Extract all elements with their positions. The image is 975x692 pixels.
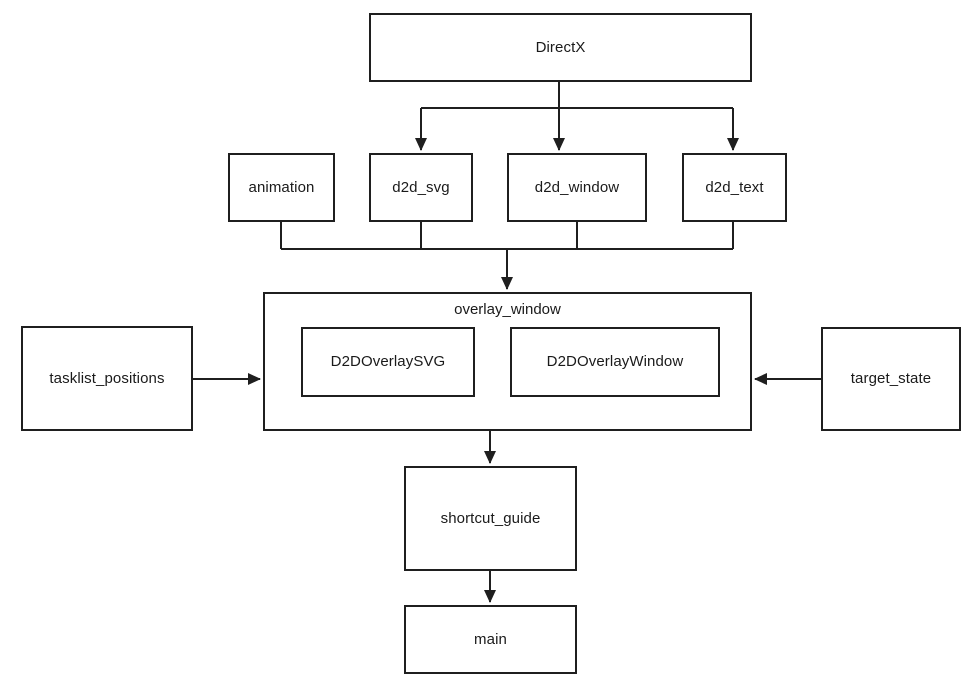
node-target-state-label: target_state (850, 370, 932, 387)
node-target-state: target_state (821, 327, 961, 431)
node-directx: DirectX (369, 13, 752, 82)
node-overlay-window-label: overlay_window (454, 301, 561, 318)
node-d2d-overlay-window-label: D2DOverlayWindow (546, 353, 684, 370)
node-shortcut-guide: shortcut_guide (404, 466, 577, 571)
node-d2d-svg-label: d2d_svg (392, 178, 450, 196)
node-d2d-window: d2d_window (507, 153, 647, 222)
node-directx-label: DirectX (535, 38, 586, 56)
node-d2d-overlay-svg-label: D2DOverlaySVG (330, 353, 446, 370)
node-animation-label: animation (248, 178, 315, 196)
node-overlay-window: overlay_window D2DOverlaySVG D2DOverlayW… (263, 292, 752, 431)
node-d2d-svg: d2d_svg (369, 153, 473, 222)
node-tasklist-positions-label: tasklist_positions (49, 369, 165, 387)
node-shortcut-guide-label: shortcut_guide (440, 509, 541, 527)
node-d2d-text: d2d_text (682, 153, 787, 222)
node-main-label: main (474, 630, 507, 648)
node-animation: animation (228, 153, 335, 222)
node-d2d-overlay-svg: D2DOverlaySVG (301, 327, 475, 397)
node-main: main (404, 605, 577, 674)
node-tasklist-positions: tasklist_positions (21, 326, 193, 431)
node-d2d-window-label: d2d_window (534, 178, 620, 196)
node-d2d-text-label: d2d_text (705, 178, 764, 196)
node-d2d-overlay-window: D2DOverlayWindow (510, 327, 720, 397)
